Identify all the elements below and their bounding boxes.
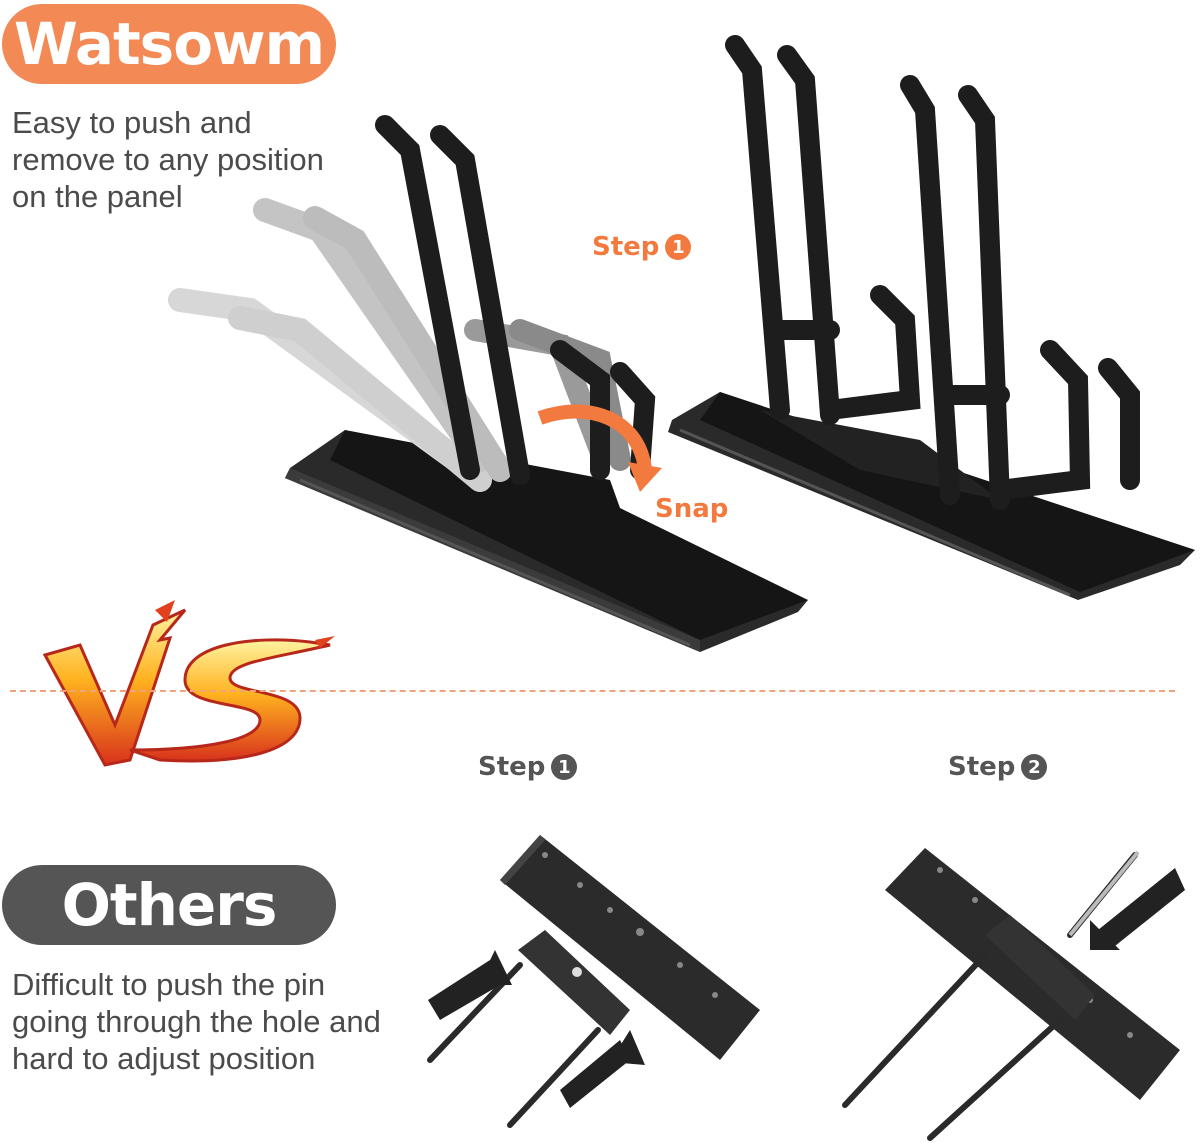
step-number-badge: 2 [1021, 754, 1048, 780]
others-step-2-label: Step 2 [948, 752, 1048, 782]
step-number-badge: 1 [665, 234, 692, 260]
others-title: Others [61, 871, 278, 939]
step-text: Step [478, 752, 546, 782]
others-step-1-label: Step 1 [478, 752, 578, 782]
snap-label: Snap [655, 494, 729, 524]
versus-icon [42, 600, 335, 767]
step-number-badge: 1 [551, 754, 578, 780]
section-divider [10, 690, 1175, 692]
brand-step-1-label: Step 1 [592, 232, 692, 262]
brand-title-badge: Watsowm [2, 4, 336, 84]
others-title-badge: Others [2, 865, 336, 945]
step-text: Step [948, 752, 1016, 782]
brand-description: Easy to push and remove to any position … [12, 105, 324, 214]
step-text: Step [592, 232, 660, 262]
brand-title: Watsowm [13, 10, 325, 78]
others-description: Difficult to push the pin going through … [12, 967, 381, 1076]
